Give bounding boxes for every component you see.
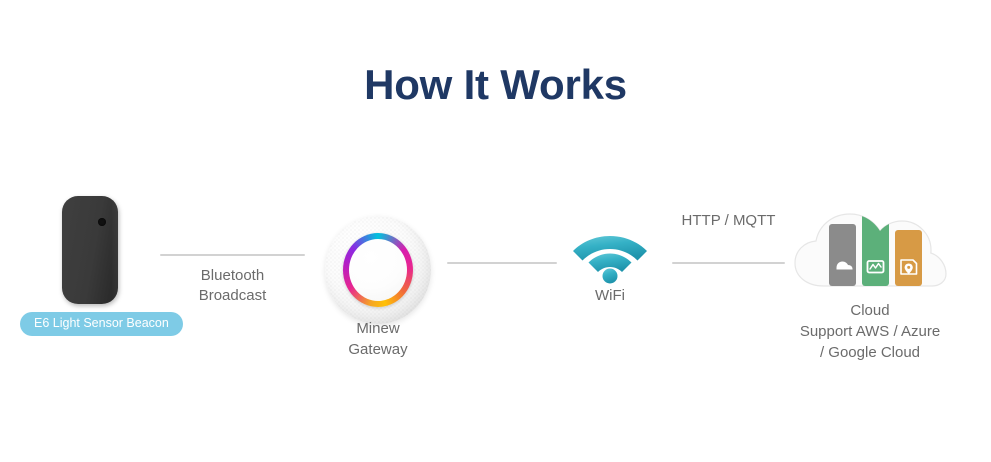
- cloud-bar-storage: [829, 224, 856, 286]
- caption-line2: Support AWS / Azure: [799, 323, 941, 340]
- wifi-center-dot: [602, 268, 618, 284]
- connector-beacon-to-gateway: [160, 254, 305, 256]
- wifi-arc-inner: [588, 253, 632, 272]
- cloud-bar-analytics: [862, 214, 889, 286]
- connector-wifi-to-cloud: [672, 262, 785, 264]
- wifi-icon: [565, 222, 655, 284]
- beacon-name-badge: E6 Light Sensor Beacon: [20, 312, 183, 336]
- beacon-device-icon: [20, 190, 180, 315]
- node-gateway: [318, 216, 438, 324]
- caption-line1: Cloud: [850, 302, 890, 319]
- cloud-services-icon: [788, 208, 953, 298]
- cloud-glyph-icon: [836, 261, 853, 270]
- caption-wifi: WiFi: [565, 285, 655, 306]
- location-pin-hole: [907, 265, 911, 269]
- caption-line1: WiFi: [595, 287, 625, 304]
- caption-line3: / Google Cloud: [819, 344, 921, 361]
- cloud-bar-location: [895, 230, 922, 286]
- node-cloud: [788, 208, 953, 298]
- edge-label-line2: Broadcast: [198, 287, 267, 305]
- node-beacon: E6 Light Sensor Beacon: [20, 190, 183, 336]
- edge-label-line1: HTTP / MQTT: [681, 212, 776, 229]
- edge-label-http-mqtt: HTTP / MQTT: [662, 211, 795, 231]
- caption-cloud: Cloud Support AWS / Azure / Google Cloud: [765, 300, 975, 363]
- caption-line1: Minew: [356, 320, 400, 337]
- edge-label-bluetooth-broadcast: Bluetooth Broadcast: [160, 266, 305, 307]
- beacon-body: [62, 196, 118, 304]
- chart-line-glyph: [869, 262, 882, 270]
- wifi-icon-svg: [573, 236, 647, 284]
- connector-gateway-to-wifi: [447, 262, 557, 264]
- gateway-led-ring-icon: [343, 233, 413, 307]
- monitor-glyph-icon: [866, 260, 885, 274]
- beacon-light-sensor-icon: [98, 218, 106, 226]
- page-title: How It Works: [364, 61, 627, 108]
- wifi-arc-outer: [573, 236, 647, 261]
- minew-gateway-icon: [318, 216, 438, 324]
- document-glyph-icon: [900, 259, 918, 275]
- caption-line2: Gateway: [348, 341, 408, 358]
- caption-minew-gateway: Minew Gateway: [318, 318, 438, 360]
- node-wifi: [565, 222, 655, 284]
- cloud-services-icon-svg: [794, 213, 947, 287]
- edge-label-line1: Bluetooth: [200, 267, 265, 284]
